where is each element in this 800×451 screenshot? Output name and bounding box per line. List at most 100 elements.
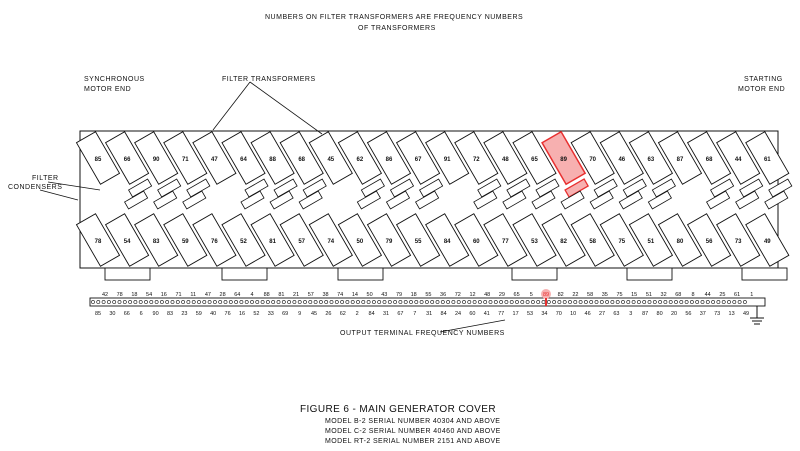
sync-end-label-2: MOTOR END <box>84 86 132 93</box>
terminal-screw <box>324 300 329 304</box>
terminal-screw <box>197 300 201 304</box>
terminal-screw <box>191 300 196 304</box>
transformer-number: 48 <box>502 157 509 163</box>
terminal-top-number: 75 <box>616 292 622 298</box>
filter-condenser <box>124 190 149 210</box>
terminal-bottom-number: 27 <box>599 311 605 317</box>
caption-line-1: MODEL B-2 SERIAL NUMBER 40304 AND ABOVE <box>325 418 501 425</box>
terminal-top-number: 43 <box>381 292 387 298</box>
bottom-filter-transformer <box>512 213 557 267</box>
terminal-top-number: 35 <box>602 292 608 298</box>
terminal-top-number: 64 <box>234 292 240 298</box>
terminal-screw <box>128 300 133 304</box>
transformer-number: 52 <box>240 239 247 245</box>
terminal-screw <box>568 300 572 304</box>
transformer-number: 65 <box>531 157 538 163</box>
terminal-screw <box>584 300 588 304</box>
terminal-screw <box>695 300 700 304</box>
terminal-screw <box>525 300 530 304</box>
terminal-screw <box>271 300 276 304</box>
filter-condenser <box>531 190 556 210</box>
terminal-top-number: 22 <box>572 292 578 298</box>
terminal-screw <box>700 300 705 304</box>
caption-line-3: MODEL RT-2 SERIAL NUMBER 2151 AND ABOVE <box>325 438 501 445</box>
transformer-number: 55 <box>415 239 422 245</box>
terminal-bottom-number: 41 <box>484 311 490 317</box>
terminal-screw <box>260 300 265 304</box>
terminal-screw <box>732 300 737 304</box>
terminal-screw <box>637 300 641 304</box>
top-filter-transformer <box>686 131 732 185</box>
terminal-bottom-number: 7 <box>413 311 416 317</box>
terminal-screw <box>207 300 212 304</box>
bottom-filter-transformer <box>425 213 470 267</box>
bottom-filter-transformer <box>250 213 295 267</box>
transformer-number: 71 <box>182 157 189 163</box>
terminal-bottom-number: 83 <box>167 311 173 317</box>
terminal-top-number: 71 <box>175 292 181 298</box>
bottom-filter-transformer <box>570 213 615 267</box>
terminal-screw <box>610 300 615 304</box>
terminal-top-number: 28 <box>220 292 226 298</box>
terminal-bottom-number: 10 <box>570 311 576 317</box>
bottom-filter-transformer <box>454 213 499 267</box>
terminal-screw <box>562 300 567 304</box>
terminal-top-number: 88 <box>264 292 270 298</box>
terminal-bottom-number: 84 <box>441 311 447 317</box>
terminal-screw <box>144 300 148 304</box>
transformer-number: 80 <box>677 239 684 245</box>
transformer-number: 73 <box>735 239 742 245</box>
filter-condenser <box>356 190 381 210</box>
terminal-bottom-number: 30 <box>109 311 115 317</box>
terminal-screw <box>589 300 594 304</box>
terminal-screw <box>377 300 382 304</box>
terminal-screw <box>318 300 323 304</box>
transformer-number: 58 <box>589 239 596 245</box>
terminal-screw <box>276 300 281 304</box>
bottom-filter-transformer <box>628 213 674 267</box>
terminal-screw <box>531 300 535 304</box>
terminal-screw <box>334 300 339 304</box>
top-filter-transformer <box>192 131 237 185</box>
top-filter-transformer <box>483 131 528 185</box>
terminal-screw <box>292 300 297 304</box>
terminal-bottom-number: 77 <box>498 311 504 317</box>
top-filter-transformer <box>163 131 208 185</box>
terminal-top-number: 89 <box>543 292 549 298</box>
terminal-screw <box>605 300 610 304</box>
transformer-number: 49 <box>764 239 771 245</box>
transformer-number: 74 <box>327 239 334 245</box>
transformer-number: 57 <box>298 239 305 245</box>
terminal-screw <box>679 300 684 304</box>
figure-title: FIGURE 6 - MAIN GENERATOR COVER <box>300 404 496 415</box>
terminal-top-number: 74 <box>337 292 343 298</box>
terminal-screw <box>631 300 636 304</box>
terminal-top-number: 25 <box>719 292 725 298</box>
terminal-bottom-number: 37 <box>700 311 706 317</box>
top-filter-transformer <box>395 131 441 185</box>
sync-end-label-1: SYNCHRONOUS <box>84 76 145 83</box>
terminal-screw <box>546 300 551 304</box>
top-filter-transformer <box>570 131 615 185</box>
terminal-screw <box>223 300 228 304</box>
terminal-top-number: 32 <box>661 292 667 298</box>
terminal-bottom-number: 52 <box>253 311 259 317</box>
caption-line-2: MODEL C-2 SERIAL NUMBER 40460 AND ABOVE <box>325 428 501 435</box>
terminal-bottom-number: 76 <box>225 311 231 317</box>
bottom-filter-transformer <box>541 213 586 267</box>
transformer-number: 88 <box>269 157 276 163</box>
terminal-bottom-number: 59 <box>196 311 202 317</box>
terminal-screw <box>727 300 731 304</box>
transformer-number: 78 <box>95 239 102 245</box>
terminal-screw <box>446 300 451 304</box>
transformer-number: 47 <box>211 157 218 163</box>
terminal-top-number: 16 <box>161 292 167 298</box>
filter-condensers-label-1: FILTER <box>32 175 59 182</box>
terminal-top-number: 44 <box>705 292 711 298</box>
terminal-screw <box>170 300 175 304</box>
bottom-filter-transformer <box>163 213 208 267</box>
terminal-screw <box>594 300 599 304</box>
terminal-bottom-number: 26 <box>325 311 331 317</box>
terminal-top-number: 58 <box>587 292 593 298</box>
